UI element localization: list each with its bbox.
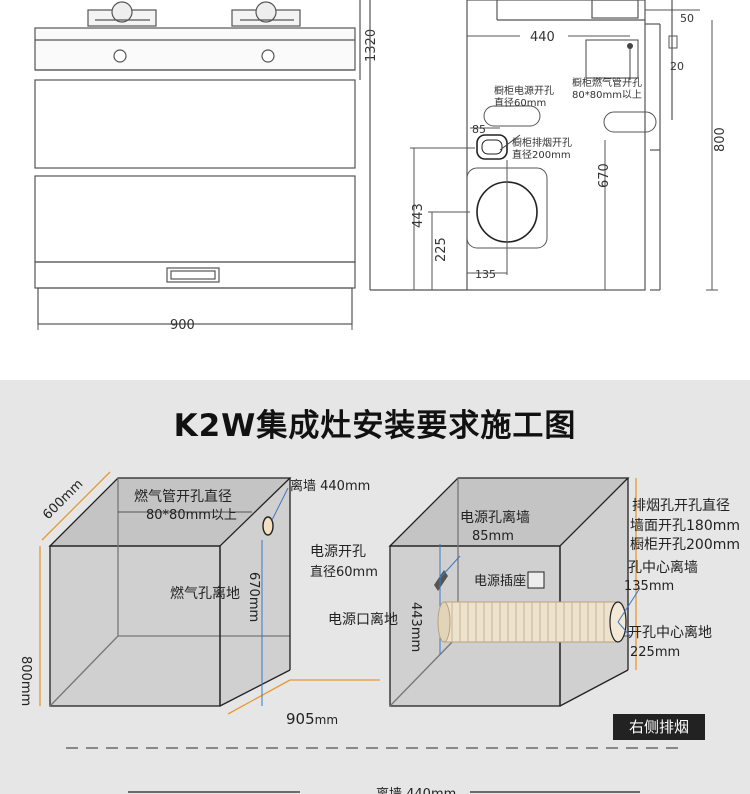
slot-oval-left	[483, 105, 541, 127]
drawer-handle	[166, 267, 220, 283]
partial-wall-label: 离墙 440mm	[376, 786, 456, 794]
installation-diagram-panel: K2W集成灶安装要求施工图 600mm 800mm 905mm 燃气管开孔直径 …	[0, 380, 750, 794]
gas-hole-label-1: 橱柜燃气管开孔	[572, 76, 642, 89]
cooktop-panel	[34, 27, 356, 71]
dim-85: 85	[472, 123, 486, 136]
power-wall-label-1: 电源孔离墙	[460, 509, 530, 526]
burner-left-icon	[87, 1, 157, 27]
gas-hole-title: 燃气管开孔直径	[134, 488, 232, 505]
knob-left-icon	[113, 49, 127, 63]
socket-label: 电源插座	[474, 574, 526, 589]
cabinet-lower-door	[34, 175, 356, 263]
slot-oval-right	[603, 111, 657, 133]
power-hole-label-1: 电源开孔	[310, 544, 366, 560]
power-hole-label-1: 橱柜电源开孔	[494, 84, 554, 97]
gas-floor-label: 燃气孔离地	[170, 585, 240, 602]
hole-center-wall-1: 孔中心离墙	[628, 559, 698, 576]
side-elevation-frame	[466, 0, 646, 291]
exhaust-duct	[437, 601, 627, 643]
exhaust-hole-label-1: 橱柜排烟开孔	[512, 136, 572, 149]
left-dim-width: 905mm	[286, 710, 338, 728]
dim-135: 135	[475, 268, 496, 281]
page-title: K2W集成灶安装要求施工图	[173, 408, 577, 444]
right-cabinet-box	[388, 477, 630, 707]
dim-1320: 1320	[364, 29, 379, 62]
socket-icon	[527, 571, 545, 589]
gas-hole-label-2: 80*80mm以上	[572, 89, 642, 101]
dim-20: 20	[670, 60, 684, 73]
gas-hole-icon	[262, 516, 274, 536]
dim-225: 225	[434, 237, 449, 262]
power-hole-icon	[434, 570, 448, 591]
dim-440: 440	[530, 30, 555, 45]
technical-drawing-svg: 1320 900 50 20 440 橱柜燃气管开孔 80*80mm以上 橱柜电…	[34, 0, 728, 333]
dim-443: 443	[411, 203, 426, 228]
dim-900: 900	[170, 318, 195, 333]
power-wall-label-2: 85mm	[472, 529, 514, 544]
power-hole-label-2: 直径60mm	[310, 565, 378, 580]
cabinet-upper-door	[34, 79, 356, 169]
dim-50: 50	[680, 12, 694, 25]
hole-center-floor-1: 开孔中心离地	[628, 624, 712, 641]
power-floor-dim: 443mm	[408, 602, 423, 652]
left-dim-height: 800mm	[18, 656, 33, 706]
right-exhaust-badge: 右侧排烟	[613, 714, 705, 740]
wall-distance-label: 离墙 440mm	[290, 478, 370, 494]
power-floor-label: 电源口离地	[328, 611, 398, 628]
gas-hole-size: 80*80mm以上	[146, 508, 237, 523]
hole-center-floor-2: 225mm	[630, 645, 680, 660]
hole-center-wall-2: 135mm	[624, 579, 674, 594]
wall-bracket-icon	[668, 35, 678, 49]
gas-floor-dim: 670mm	[246, 572, 261, 622]
installation-diagram-svg: 600mm 800mm 905mm 燃气管开孔直径 80*80mm以上 离墙 4…	[18, 471, 740, 794]
exhaust-hole-label-2: 直径200mm	[512, 148, 571, 161]
burner-right-icon	[231, 1, 301, 27]
exhaust-label-3: 橱柜开孔200mm	[630, 537, 740, 553]
gas-hole-marker	[585, 39, 639, 79]
technical-drawing-panel: 1320 900 50 20 440 橱柜燃气管开孔 80*80mm以上 橱柜电…	[0, 0, 750, 380]
knob-right-icon	[261, 49, 275, 63]
exhaust-label-1: 排烟孔开孔直径	[632, 497, 730, 514]
power-hole-label-2: 直径60mm	[494, 96, 546, 109]
exhaust-label-2: 墙面开孔180mm	[630, 518, 740, 534]
dim-800: 800	[713, 127, 728, 152]
dim-670: 670	[597, 163, 612, 188]
